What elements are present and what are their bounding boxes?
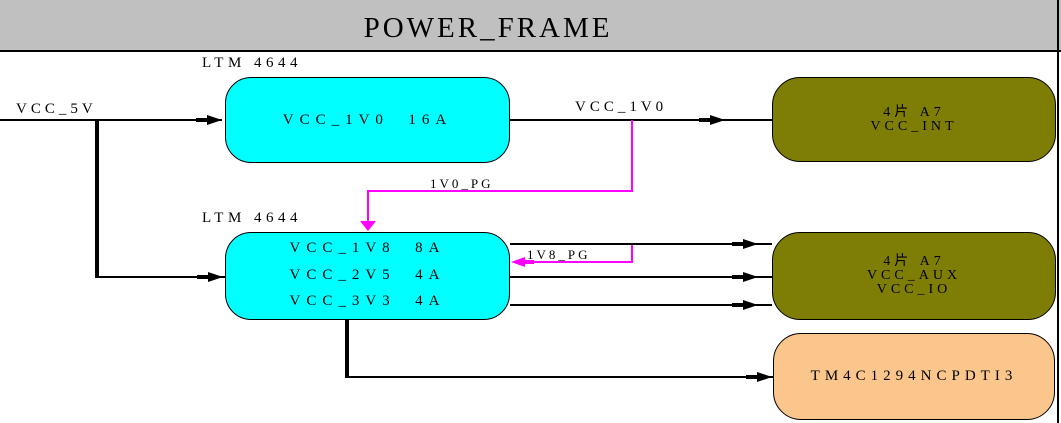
regulator-1v8-output-label: VCC_1V8 8A (289, 240, 446, 256)
diagram-title: POWER_FRAME (363, 12, 613, 44)
regulator-1v0-output-label: VCC_1V0 16A (282, 111, 453, 128)
wire-mcu-vertical (345, 320, 349, 378)
arrowhead-into-load-int (699, 115, 725, 125)
regulator-2v5-output-label: VCC_2V5 4A (289, 266, 446, 283)
frame-right-border (1057, 0, 1059, 423)
arrowhead-into-reg2 (197, 272, 223, 282)
wire-pg1v8-vertical (631, 245, 633, 262)
load-aux-line3: VCC_IO (876, 282, 952, 297)
net-label-vcc-1v0: VCC_1V0 (575, 99, 668, 115)
load-aux-line2: VCC_AUX (866, 268, 962, 283)
wire-pg1v0-drop (367, 190, 369, 222)
wire-mcu-horizontal (345, 376, 773, 378)
arrowhead-1v8-into-load-aux (732, 239, 758, 249)
load-int-line2: VCC_INT (870, 118, 958, 134)
block-regulator-multi[interactable]: VCC_1V8 8A VCC_2V5 4A VCC_3V3 4A (225, 232, 510, 320)
load-int-line1: 4片 A7 (883, 104, 945, 120)
chip-label-ltm4644-2: LTM 4644 (202, 210, 303, 226)
net-label-vcc-5v: VCC_5V (16, 101, 97, 117)
net-label-1v0-pg: 1V0_PG (430, 176, 494, 191)
arrowhead-pg1v8-into-regulator (511, 257, 534, 267)
wire-vcc1v0-to-load (510, 119, 772, 121)
arrowhead-2v5-into-load-aux (732, 272, 758, 282)
wire-pg1v8-horizontal (522, 261, 633, 263)
block-load-vcc-int[interactable]: 4片 A7 VCC_INT (772, 77, 1056, 162)
chip-label-ltm4644-1: LTM 4644 (202, 55, 303, 71)
load-aux-line1: 4片 A7 (883, 254, 945, 269)
block-load-vcc-aux-io[interactable]: 4片 A7 VCC_AUX VCC_IO (772, 232, 1056, 320)
wire-vcc1v8-to-load (510, 243, 772, 245)
wire-pg1v0-vertical (631, 120, 633, 191)
wire-vcc5v-to-reg1 (0, 119, 222, 121)
wire-vcc5v-to-reg2 (96, 276, 225, 278)
arrowhead-into-reg1 (196, 115, 222, 125)
arrowhead-3v3-into-load-aux (732, 300, 758, 310)
arrowhead-pg1v0-into-reg2 (360, 221, 376, 231)
net-label-1v8-pg: 1V8_PG (527, 247, 591, 262)
wire-vcc3v3-to-load (510, 304, 772, 306)
title-bar: POWER_FRAME (0, 0, 1061, 52)
block-mcu-tm4c1294[interactable]: TM4C1294NCPDTI3 (773, 333, 1055, 420)
mcu-part-number: TM4C1294NCPDTI3 (810, 368, 1018, 384)
regulator-3v3-output-label: VCC_3V3 4A (289, 293, 446, 309)
arrowhead-into-mcu (746, 372, 772, 382)
wire-pg1v0-horizontal (367, 190, 633, 192)
wire-vcc5v-branch-vertical (95, 119, 99, 278)
wire-vcc2v5-to-load (510, 276, 772, 278)
block-regulator-1v0[interactable]: VCC_1V0 16A (225, 77, 510, 163)
